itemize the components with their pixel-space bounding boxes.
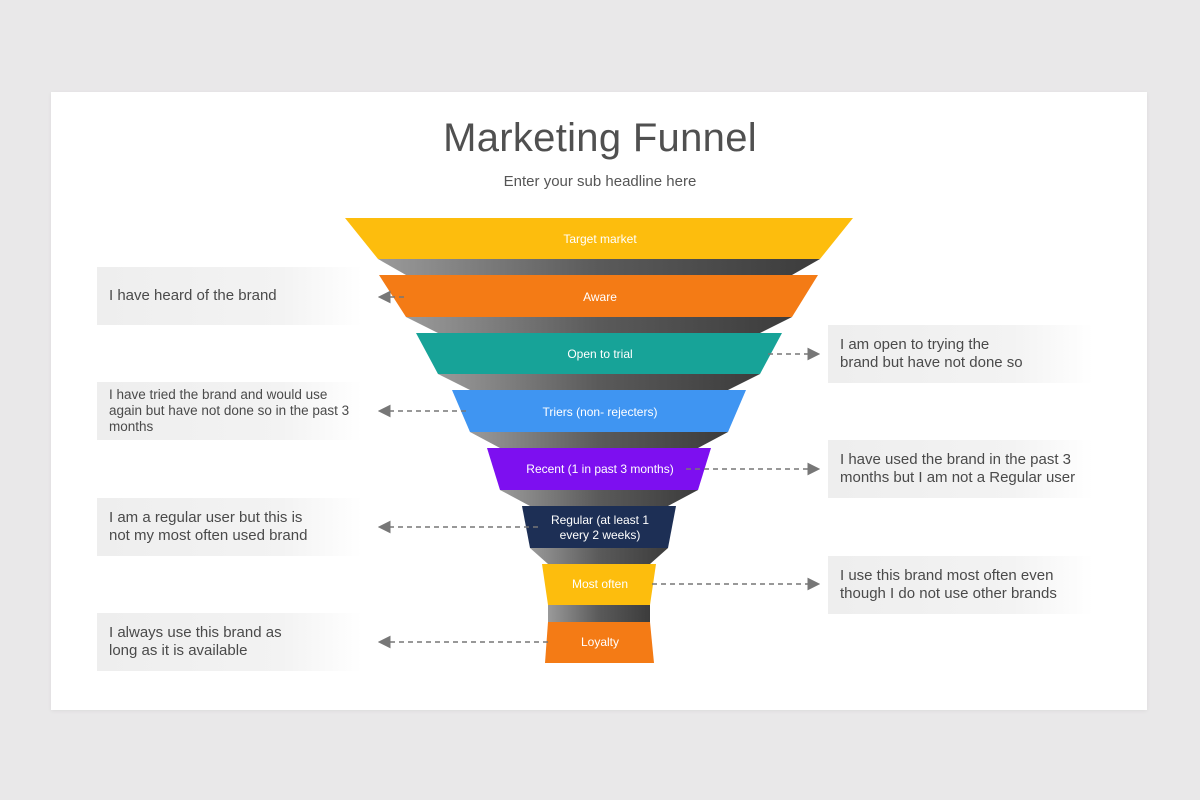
annotation-loyalty-text: I always use this brand as long as it is…	[109, 624, 282, 659]
annotation-triers-text: I have tried the brand and would use aga…	[109, 387, 350, 434]
annotation-open-to-trial-text: I am open to trying the brand but have n…	[840, 336, 1023, 371]
funnel-stage-most-often	[542, 564, 656, 605]
stage-label-most-often: Most often	[571, 577, 629, 591]
stage-label-recent: Recent (1 in past 3 months)	[526, 462, 674, 476]
annotation-most-often: I use this brand most often even though …	[828, 556, 1093, 614]
funnel-band-3	[438, 374, 760, 390]
annotation-open-to-trial: I am open to trying the brand but have n…	[828, 325, 1093, 383]
funnel-band-6	[530, 548, 668, 564]
annotation-recent-text: I have used the brand in the past 3 mont…	[840, 451, 1076, 486]
page-subtitle: Enter your sub headline here	[503, 173, 697, 190]
stage-label-triers: Triers (non- rejecters)	[542, 405, 658, 419]
funnel-stage-regular	[522, 506, 676, 548]
annotation-regular-text: I am a regular user but this is not my m…	[109, 509, 308, 544]
funnel-stage-triers	[452, 390, 746, 432]
stage-label-regular: Regular (at least 1 every 2 weeks)	[550, 513, 650, 542]
funnel-band-1	[378, 259, 820, 275]
page-title: Marketing Funnel	[443, 116, 757, 160]
annotation-most-often-text: I use this brand most often even though …	[840, 567, 1057, 602]
funnel-stage-open-to-trial	[416, 333, 782, 374]
funnel-stage-loyalty	[545, 622, 654, 663]
stage-label-target-market: Target market	[563, 232, 637, 246]
annotation-triers: I have tried the brand and would use aga…	[97, 382, 362, 440]
funnel-band-2	[406, 317, 792, 333]
stage-label-aware: Aware	[583, 290, 617, 304]
annotation-aware: I have heard of the brand	[97, 267, 362, 325]
funnel-band-4	[470, 432, 728, 448]
annotation-regular: I am a regular user but this is not my m…	[97, 498, 362, 556]
funnel-stage-aware	[379, 275, 818, 317]
funnel-stage-recent	[487, 448, 711, 490]
stage-label-loyalty: Loyalty	[580, 635, 620, 649]
annotation-loyalty: I always use this brand as long as it is…	[97, 613, 362, 671]
annotation-recent: I have used the brand in the past 3 mont…	[828, 440, 1093, 498]
annotation-aware-text: I have heard of the brand	[109, 287, 277, 304]
stage-label-open-to-trial: Open to trial	[567, 347, 633, 361]
funnel-band-7	[548, 605, 650, 622]
funnel-stage-target-market	[345, 218, 853, 259]
funnel-band-5	[500, 490, 698, 506]
